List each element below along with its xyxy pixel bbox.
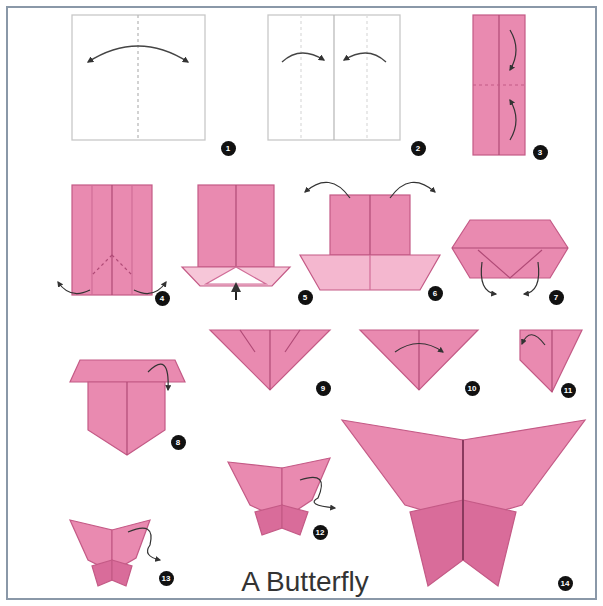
step-6-fold <box>305 182 350 198</box>
step-9-triangle <box>210 330 330 390</box>
step-4-strip <box>58 282 90 294</box>
step-5-fold <box>235 284 237 300</box>
step-1-square <box>137 15 138 140</box>
step-14-butterfly <box>342 420 585 586</box>
callout-number: 7 <box>549 290 564 305</box>
step-14-butterfly <box>410 500 463 586</box>
callout-number: 1 <box>221 141 236 156</box>
step-13-butterfly <box>70 520 160 586</box>
frame <box>7 7 596 599</box>
step-11-half-triangle <box>520 330 582 392</box>
callout-number: 4 <box>155 291 170 306</box>
step-7-hexagon <box>452 247 568 248</box>
step-6-fold <box>390 182 435 198</box>
step-6-fold <box>300 255 440 290</box>
callout-number: 2 <box>411 141 426 156</box>
step-10-triangle <box>395 344 443 353</box>
title: A Butterfly <box>241 566 369 598</box>
step-6-fold <box>369 195 370 255</box>
step-3-strip <box>473 84 525 85</box>
step-10-triangle <box>360 330 478 390</box>
frame <box>7 7 596 599</box>
step-2-square <box>333 15 334 140</box>
step-4-strip <box>111 185 112 295</box>
step-14-butterfly <box>462 440 464 560</box>
step-4-strip <box>131 185 132 295</box>
step-1-square <box>72 15 205 140</box>
step-7-hexagon <box>524 262 539 294</box>
step-13-butterfly <box>128 528 160 560</box>
callout-number: 6 <box>428 286 443 301</box>
step-12-butterfly <box>300 477 335 508</box>
step-3-strip <box>510 30 516 70</box>
step-2-square <box>366 15 367 140</box>
step-7-hexagon <box>481 262 496 294</box>
step-9-triangle <box>269 330 270 390</box>
step-13-butterfly <box>92 560 112 586</box>
step-6-fold <box>369 255 370 290</box>
step-1-square <box>72 15 205 140</box>
step-11-half-triangle <box>520 330 582 392</box>
callout-number: 14 <box>558 576 573 591</box>
step-6-fold <box>300 182 440 290</box>
step-3-strip <box>473 15 525 155</box>
step-5-fold <box>182 267 290 286</box>
step-5-fold <box>198 185 274 267</box>
step-2-square <box>300 15 301 140</box>
step-2-square <box>268 15 400 140</box>
step-4-strip <box>72 185 152 295</box>
step-10-triangle <box>418 330 419 390</box>
step-12-butterfly <box>282 505 308 535</box>
step-3-strip <box>510 100 516 140</box>
step-11-half-triangle <box>551 330 552 392</box>
callout-number: 11 <box>561 383 576 398</box>
step-2-square <box>282 53 324 62</box>
step-6-fold <box>330 195 410 255</box>
callout-number: 9 <box>316 381 331 396</box>
step-2-square <box>268 15 400 140</box>
callout-number: 5 <box>298 290 313 305</box>
callout-number: 12 <box>313 525 328 540</box>
step-13-butterfly <box>112 560 132 586</box>
step-9-triangle <box>240 330 300 352</box>
step-12-butterfly <box>228 458 335 535</box>
step-8-fold <box>126 382 127 455</box>
step-5-fold <box>182 185 290 300</box>
step-7-hexagon <box>452 220 568 294</box>
callout-number: 3 <box>533 145 548 160</box>
step-4-strip <box>58 185 166 295</box>
step-12-butterfly <box>255 505 282 535</box>
step-14-butterfly <box>463 500 516 586</box>
callout-number: 13 <box>159 571 174 586</box>
step-4-strip <box>92 255 132 275</box>
step-9-triangle <box>210 330 330 390</box>
step-3-strip <box>473 15 525 155</box>
step-11-half-triangle <box>522 335 545 345</box>
step-10-triangle <box>360 330 478 390</box>
callout-number: 10 <box>465 381 480 396</box>
step-8-fold <box>148 364 168 390</box>
step-2-square <box>344 53 386 62</box>
step-5-fold <box>206 267 266 284</box>
step-7-hexagon <box>478 250 542 278</box>
step-4-strip <box>91 185 92 295</box>
step-1-square <box>88 46 188 62</box>
step-7-hexagon <box>452 220 568 278</box>
callout-number: 8 <box>171 435 186 450</box>
step-5-fold <box>235 185 236 267</box>
step-8-fold <box>70 360 185 455</box>
step-8-fold <box>88 382 165 455</box>
